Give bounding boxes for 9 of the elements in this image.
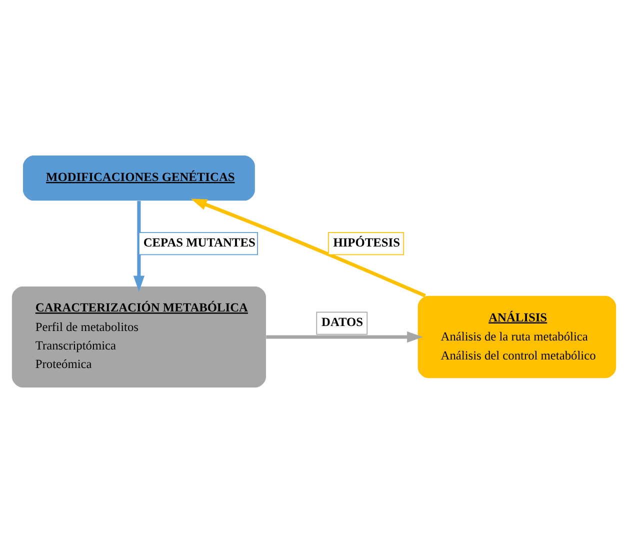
edge-label: HIPÓTESIS (333, 235, 400, 250)
edge-label: CEPAS MUTANTES (143, 235, 256, 250)
node-box: CARACTERIZACIÓN METABÓLICA Perfil de metabolitos Transcriptómica Proteómica (12, 286, 266, 388)
arrow (133, 200, 145, 292)
edge-label: DATOS (322, 315, 364, 330)
node-box: MODIFICACIONES GENÉTICAS (23, 156, 255, 201)
node-box: ANÁLISIS Análisis de la ruta metabólica Análisis del control metabólico (418, 296, 616, 378)
arrow (266, 331, 424, 343)
arrow (190, 198, 426, 298)
